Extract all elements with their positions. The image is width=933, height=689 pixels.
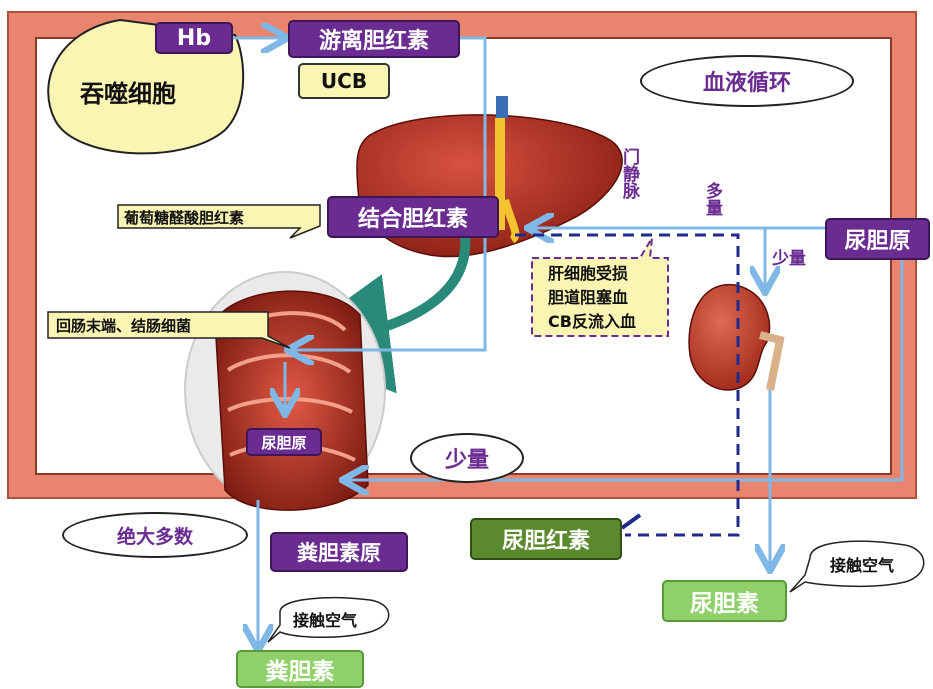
phagocyte-label: 吞噬细胞 — [80, 74, 176, 109]
hb-label: Hb — [155, 22, 233, 54]
stercobilinogen-label: 粪胆素原 — [270, 532, 408, 572]
urobilinogen-intestine-label: 尿胆原 — [246, 428, 322, 456]
circulation-label: 血液循环 — [640, 55, 854, 107]
portal-vein-label: 门静脉 — [617, 148, 642, 199]
free-bilirubin-label: 游离胆红素 — [288, 20, 460, 58]
majority-label: 绝大多数 — [62, 512, 248, 558]
ucb-label: UCB — [298, 63, 390, 99]
large-amount-label: 多量 — [700, 182, 725, 216]
contact-air-right-label: 接触空气 — [830, 552, 894, 576]
contact-air-left-label: 接触空气 — [293, 607, 357, 631]
note-line-1: 肝细胞受损 — [548, 262, 636, 286]
glucuronide-label: 葡萄糖醛酸胆红素 — [124, 207, 244, 228]
conjugated-bilirubin-label: 结合胆红素 — [327, 196, 499, 238]
stercobilin-label: 粪胆素 — [236, 650, 364, 688]
urobilin-dark-label: 尿胆红素 — [470, 518, 622, 560]
small-amount-center-label: 少量 — [410, 433, 524, 483]
liver-damage-note: 肝细胞受损 胆道阻塞血 CB反流入血 — [548, 262, 636, 334]
note-line-3: CB反流入血 — [548, 310, 636, 334]
urobilin-label: 尿胆素 — [662, 580, 787, 622]
urobilinogen-right-label: 尿胆原 — [825, 218, 930, 260]
bacteria-label: 回肠末端、结肠细菌 — [56, 315, 191, 336]
small-amount-right-label: 少量 — [772, 244, 806, 269]
note-line-2: 胆道阻塞血 — [548, 286, 636, 310]
